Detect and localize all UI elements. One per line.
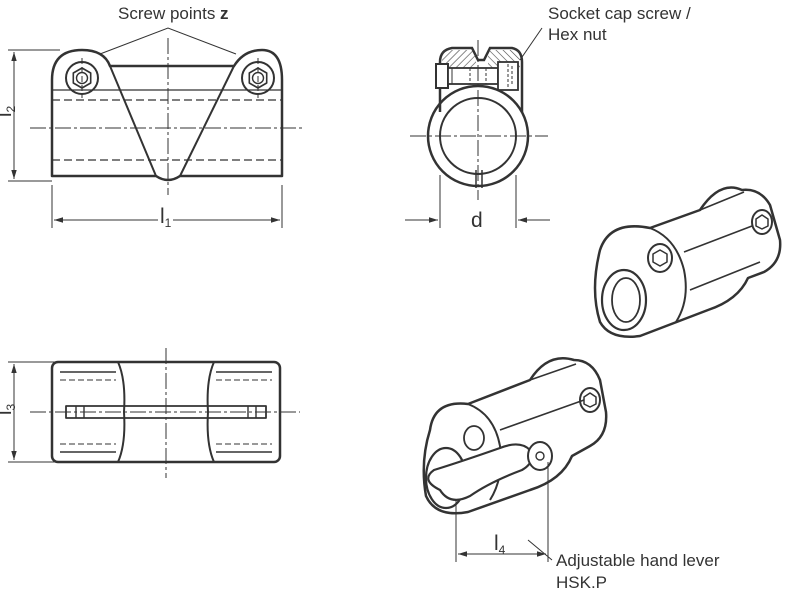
socket-cap-screw-label: Socket cap screw / xyxy=(548,4,691,23)
screw-points-leader xyxy=(99,27,237,55)
dimension-l3 xyxy=(8,361,58,463)
l3-label: l3 xyxy=(0,403,19,415)
hand-lever-model-label: HSK.P xyxy=(556,573,608,592)
side-view xyxy=(410,40,548,200)
screw-points-variable: z xyxy=(220,4,229,23)
l1-label: l1 xyxy=(158,205,174,230)
iso-screw-back-icon xyxy=(751,209,773,235)
iso-lever-screw-icon xyxy=(579,387,601,413)
dimension-d xyxy=(405,175,550,228)
iso-screw-front-icon xyxy=(647,243,673,273)
isometric-lever-view xyxy=(422,357,608,515)
hand-lever-leader xyxy=(527,539,553,561)
dimension-l4 xyxy=(455,462,549,562)
socket-screw-leader xyxy=(519,27,543,61)
top-view xyxy=(30,348,300,478)
screw-points-label: Screw points z xyxy=(118,5,229,22)
screw-points-text: Screw points xyxy=(118,4,221,23)
front-view xyxy=(30,38,305,195)
hex-nut-label: Hex nut xyxy=(548,25,607,44)
hand-lever-icon xyxy=(427,425,553,501)
isometric-view xyxy=(593,186,782,338)
l4-label: l4 xyxy=(494,532,506,557)
hand-lever-label: Adjustable hand lever xyxy=(556,551,720,570)
dimension-l2 xyxy=(8,49,60,182)
d-label: d xyxy=(471,209,483,232)
l2-label: l2 xyxy=(0,105,19,117)
